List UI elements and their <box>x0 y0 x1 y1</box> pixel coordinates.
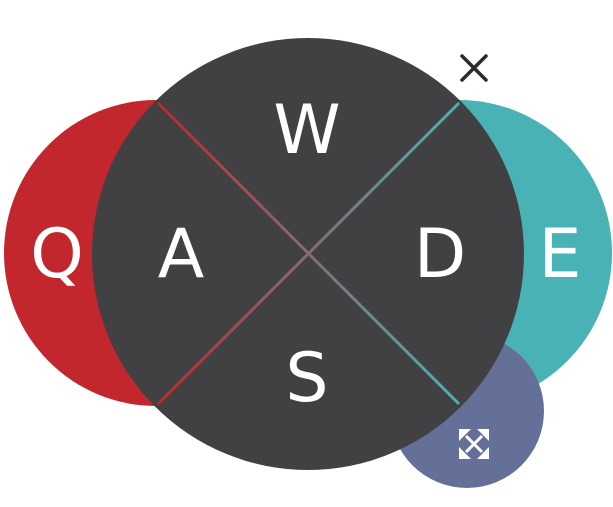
key-w-label[interactable]: W <box>273 91 341 170</box>
key-d-label[interactable]: D <box>413 215 467 294</box>
key-a-label[interactable]: A <box>157 215 205 294</box>
key-q-label[interactable]: Q <box>30 215 84 294</box>
expand-button[interactable] <box>456 426 492 462</box>
key-s-label[interactable]: S <box>285 339 329 418</box>
divider-line-falling <box>156 101 461 406</box>
expand-arrows-icon <box>459 429 489 459</box>
close-button[interactable] <box>456 50 492 86</box>
close-icon <box>460 54 488 82</box>
key-e-label[interactable]: E <box>538 215 582 294</box>
